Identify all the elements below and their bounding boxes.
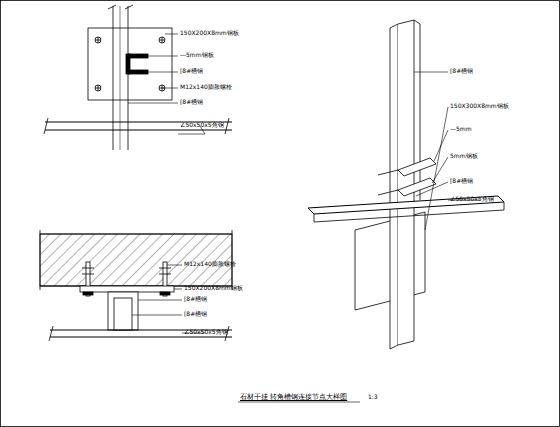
dimension-label: —5mm (450, 125, 472, 132)
elevation-view (44, 5, 232, 150)
dimension-label: 150X200X8mm钢板 (184, 284, 243, 291)
part-label: ∠50x50x5角钢 (184, 328, 228, 335)
bolt-label: M12x140膨胀螺栓 (180, 83, 232, 90)
part-label: ∠50x50x5角钢 (450, 195, 494, 202)
part-label: [8#槽钢 (450, 67, 473, 74)
drawing-title: 石材干挂 转角槽钢连接节点大样图 (240, 393, 347, 401)
part-label: ∠50x50x5角钢 (180, 121, 224, 128)
leader-lines (414, 72, 480, 230)
title-underline (238, 402, 360, 403)
dimension-label: 5mm钢板 (450, 152, 478, 159)
isometric-view (308, 20, 504, 349)
part-label: [8#槽钢 (180, 67, 203, 74)
dimension-label: —5mm钢板 (180, 51, 214, 58)
bolt-label: M12x140膨胀螺栓 (184, 260, 236, 267)
part-label: [8#槽钢 (184, 295, 207, 302)
dimension-label: 150X200X8mm钢板 (180, 29, 239, 36)
scale-label: 1:3 (368, 393, 378, 400)
part-label: [8#槽钢 (180, 98, 203, 105)
part-label: [8#槽钢 (450, 177, 473, 184)
part-label: [8#槽钢 (184, 310, 207, 317)
dimension-label: 150X300X8mm钢板 (450, 102, 509, 109)
